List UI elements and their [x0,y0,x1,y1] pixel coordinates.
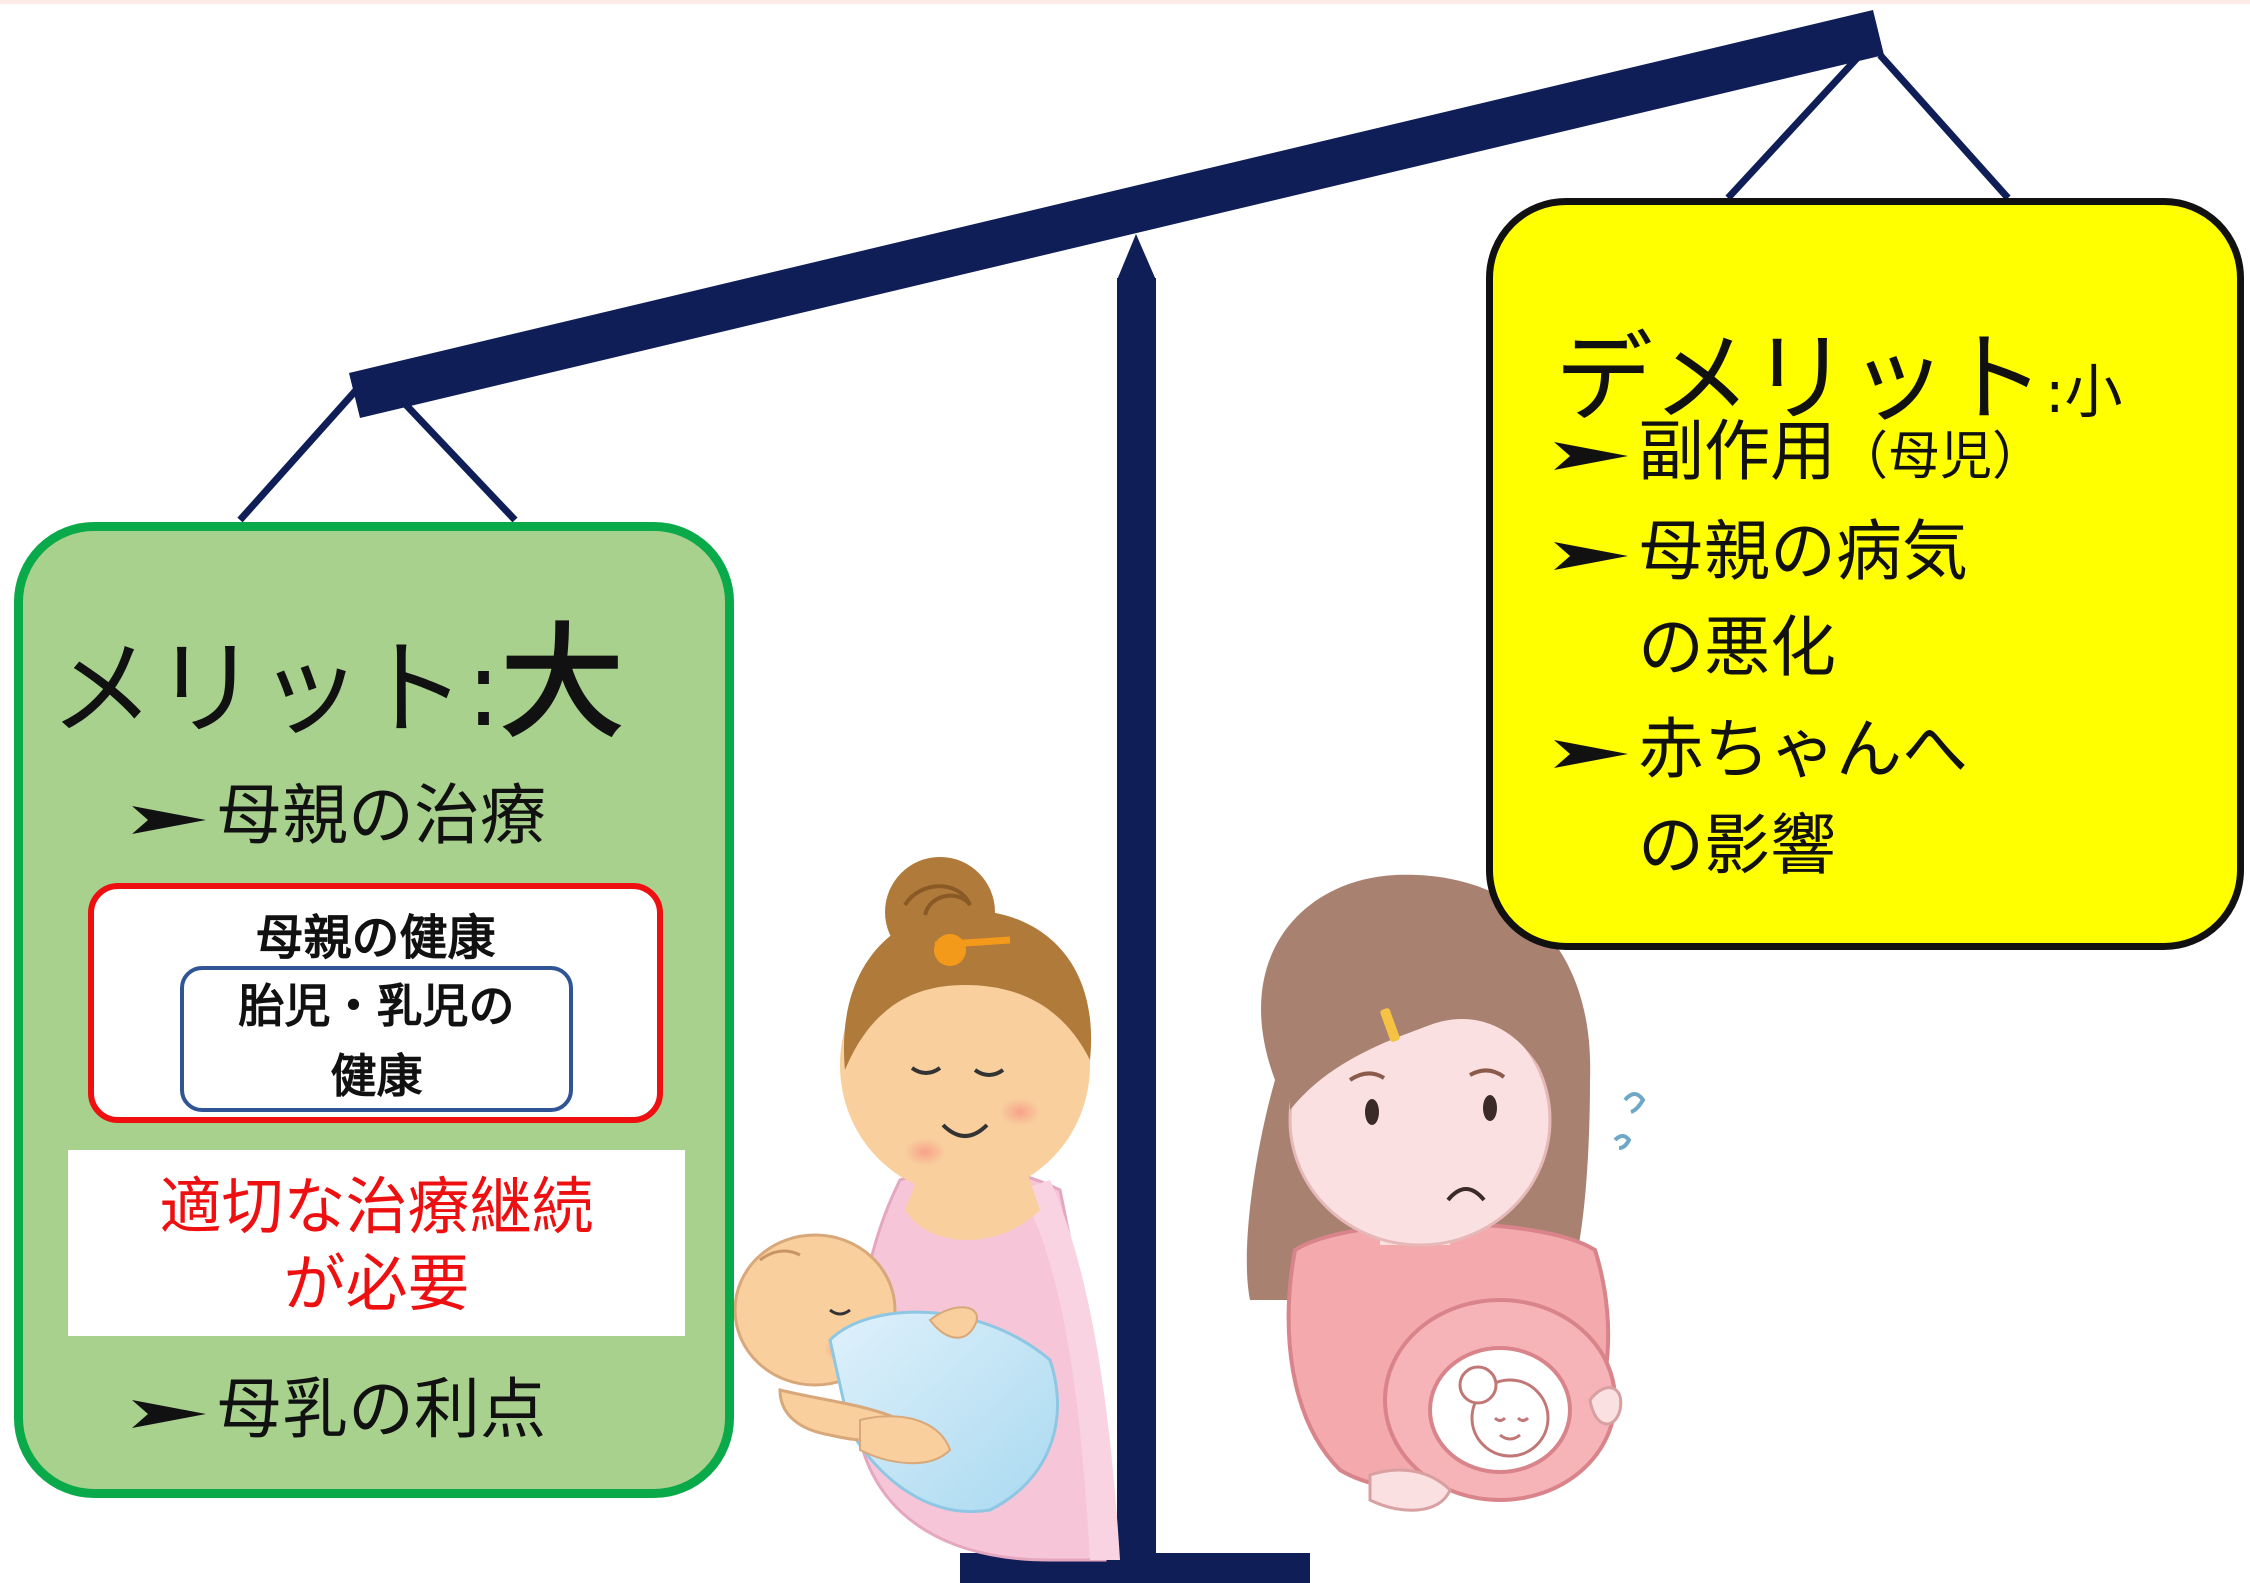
merit-item-label: 母乳の利点 [216,1371,546,1448]
demerit-panel [1486,198,2244,950]
arrowhead-bullet-icon [1552,536,1630,576]
merit-level: 大 [501,612,624,754]
demerit-item-label: 母親の病気 [1638,513,1968,590]
demerit-item-baby-effects-line2: の影響 [1638,807,1836,884]
demerit-item-label: 副作用 [1638,413,1836,490]
continue-treatment-note [68,1150,685,1336]
demerit-item-baby-effects: 赤ちゃんへ [1552,712,1968,788]
merit-title: メリット:大 [50,622,690,744]
merit-title-text: メリット: [50,628,502,750]
scale-strings [237,52,2011,523]
mother-health-label: 母親の健康 [255,910,496,966]
breastfeeding-mother-illustration [733,857,1120,1562]
demerit-item-disease-worsening: 母親の病気 [1552,514,1968,590]
demerit-title-text: デメリット [1555,322,2046,436]
top-accent-line [0,0,2250,4]
arrowhead-bullet-icon [130,800,208,840]
demerit-item-sub: （母児） [1836,427,2045,487]
scale-beam [349,10,1884,418]
continue-treatment-line2: が必要 [283,1247,470,1320]
arrowhead-bullet-icon [1552,734,1630,774]
demerit-item-label: 赤ちゃんへ [1638,711,1968,788]
worried-pregnant-woman-illustration [1246,874,1646,1512]
arrowhead-bullet-icon [130,1394,208,1434]
demerit-title: デメリット:小 [1555,324,2123,447]
merit-item-label: 母親の治療 [216,777,546,854]
merit-item-treatment: 母親の治療 [130,778,546,854]
arrowhead-bullet-icon [1552,436,1630,476]
scale-post [1117,278,1156,1565]
demerit-item-disease-worsening-line2: の悪化 [1638,609,1836,686]
demerit-item-side-effects: 副作用（母児） [1552,414,2044,495]
child-health-box [180,966,573,1112]
child-health-label-line1: 胎児・乳児の [238,979,515,1033]
child-health-label-line2: 健康 [330,1049,423,1103]
balance-scale [237,10,2011,1583]
merit-item-breastmilk: 母乳の利点 [130,1372,546,1448]
scale-pivot [1117,234,1156,280]
demerit-level: :小 [2045,358,2123,426]
continue-treatment-line1: 適切な治療継続 [159,1170,594,1243]
